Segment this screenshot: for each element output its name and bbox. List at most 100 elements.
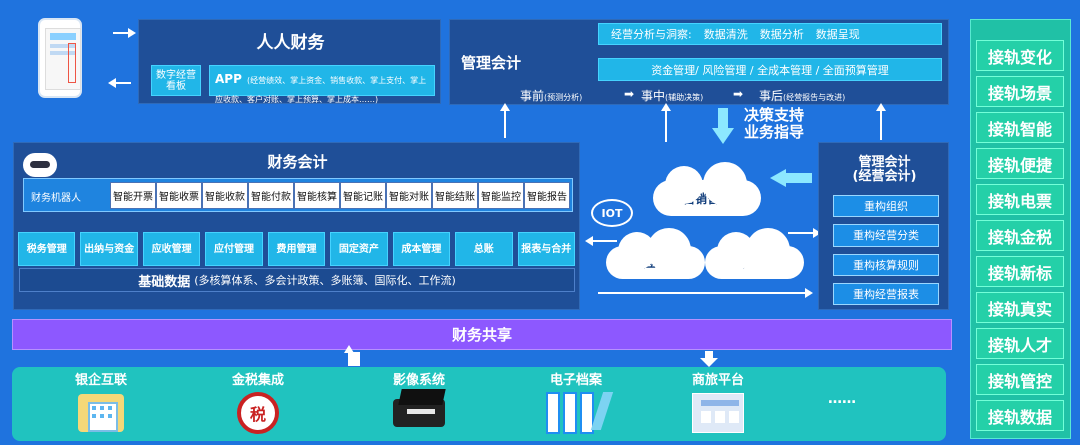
app-title: APP [215, 72, 242, 86]
right-arrow-icon [598, 288, 813, 298]
bottom-system-item: 影像系统 [383, 369, 455, 434]
reconstruction-item: 重构经营分类 [833, 224, 939, 247]
people-finance-panel: 人人财务 数字经营看板 APP (经营绩效、掌上资金、销售收款、掌上支付、掌上应… [138, 19, 441, 104]
bottom-systems-panel [12, 367, 946, 441]
bottom-system-label: 电子档案 [549, 373, 602, 388]
right-arrow-icon [788, 228, 821, 238]
sidebar-item[interactable]: 接轨管控 [976, 364, 1064, 395]
right-sidebar-list: 接轨变化接轨场景接轨智能接轨便捷接轨电票接轨金税接轨新标接轨真实接轨人才接轨管控… [976, 40, 1064, 431]
left-large-arrow-icon [770, 169, 812, 187]
robot-icon [23, 153, 57, 177]
bottom-system-label: 金税集成 [231, 373, 284, 388]
finance-management-item: 费用管理 [267, 232, 326, 266]
bank-building-icon [75, 392, 127, 434]
analysis-item: 数据清洗 [703, 28, 748, 41]
finance-management-item: 总账 [455, 232, 513, 266]
left-arrow-icon [585, 236, 617, 246]
up-arrow-icon [661, 103, 671, 142]
base-data-description: (多核算体系、多会计政策、多账簿、国际化、工作流) [194, 274, 456, 287]
smart-item: 智能核算 [294, 182, 340, 209]
sidebar-item[interactable]: 接轨便捷 [976, 148, 1064, 179]
smart-item: 智能结账 [432, 182, 478, 209]
bottom-system-item: 银企互联 [65, 369, 137, 434]
base-data-bar: 基础数据 (多核算体系、多会计政策、多账簿、国际化、工作流) [19, 268, 575, 292]
supply-cloud: 供应管理 [606, 228, 705, 279]
smart-item: 智能开票 [110, 182, 156, 209]
mobile-phone-icon [38, 18, 82, 98]
decision-arrow-icon [712, 108, 734, 146]
reconstruction-item: 重构核算规则 [833, 253, 939, 276]
finance-management-item: 出纳与资金 [80, 232, 138, 266]
sidebar-item[interactable]: 接轨新标 [976, 256, 1064, 287]
sidebar-item[interactable]: 接轨变化 [976, 40, 1064, 71]
tax-seal-icon: 税 [232, 392, 284, 434]
decision-support-text: 决策支持 业务指导 [744, 106, 805, 141]
management-items-row: 税务管理出纳与资金应收管理应付管理费用管理固定资产成本管理总账报表与合并 [18, 232, 575, 266]
operating-accounting-title: 管理会计 (经营会计) [852, 154, 917, 184]
bottom-system-label: 商旅平台 [691, 373, 744, 388]
reconstruction-item: 重构经营报表 [833, 282, 939, 305]
reconstruction-item: 重构组织 [833, 195, 939, 218]
down-arrow-icon [700, 351, 718, 367]
pre-stage: 事前(预测分析) [520, 89, 583, 103]
arrow-icon: ➡ [624, 87, 635, 101]
bottom-system-label: 影像系统 [392, 373, 445, 388]
finance-management-item: 报表与合并 [517, 232, 575, 266]
sidebar-item[interactable]: 接轨人才 [976, 328, 1064, 359]
people-finance-title: 人人财务 [256, 32, 325, 53]
smart-item: 智能付款 [248, 182, 294, 209]
marketing-cloud: 营销管理 [653, 162, 761, 216]
more-indicator: …… [828, 391, 856, 407]
left-arrow-icon [108, 78, 131, 88]
analysis-bar: 经营分析与洞察: 数据清洗 数据分析 数据呈现 [598, 23, 942, 45]
analysis-item: 数据分析 [759, 28, 804, 41]
up-arrow-icon [500, 103, 510, 138]
arrow-icon: ➡ [733, 87, 744, 101]
management-accounting-top-panel: 管理会计 经营分析与洞察: 数据清洗 数据分析 数据呈现 资金管理/ 风险管理 … [449, 19, 949, 105]
sidebar-item[interactable]: 接轨真实 [976, 292, 1064, 323]
finance-management-item: 固定资产 [330, 232, 388, 266]
sidebar-item[interactable]: 接轨金税 [976, 220, 1064, 251]
up-arrow-icon [344, 345, 360, 366]
robot-label: 财务机器人 [31, 193, 81, 204]
bottom-system-item: 金税集成税 [222, 369, 294, 434]
bottom-system-label: 银企互联 [74, 373, 127, 388]
archive-binders-icon [545, 392, 613, 434]
finance-management-item: 税务管理 [18, 232, 76, 266]
financial-accounting-title: 财务会计 [267, 152, 328, 171]
sidebar-item[interactable]: 接轨电票 [976, 184, 1064, 215]
smart-item: 智能记账 [340, 182, 386, 209]
finance-management-item: 应付管理 [205, 232, 263, 266]
base-data-title: 基础数据 [138, 274, 191, 290]
sidebar-item[interactable]: 接轨场景 [976, 76, 1064, 107]
up-arrow-icon [876, 103, 886, 140]
smart-items-row: 智能开票智能收票智能收款智能付款智能核算智能记账智能对账智能结账智能监控智能报告 [110, 182, 570, 209]
app-box: APP (经营绩效、掌上资金、销售收款、掌上支付、掌上应收款、客户对账、掌上预算… [209, 65, 435, 104]
travel-app-icon [692, 392, 744, 434]
management-items-bar: 资金管理/ 风险管理 / 全成本管理 / 全面预算管理 [598, 58, 942, 81]
finance-management-item: 成本管理 [392, 232, 451, 266]
bottom-system-item: 电子档案 [540, 369, 613, 434]
sidebar-item[interactable]: 接轨智能 [976, 112, 1064, 143]
iot-label: IOT [591, 199, 633, 227]
during-stage: 事中(辅助决策) [641, 89, 704, 103]
financial-accounting-panel: 财务会计 财务机器人 智能开票智能收票智能收款智能付款智能核算智能记账智能对账智… [13, 142, 580, 310]
smart-item: 智能报告 [524, 182, 570, 209]
digital-board-box: 数字经营看板 [151, 65, 201, 96]
analysis-item: 数据呈现 [815, 28, 860, 41]
smart-item: 智能收款 [202, 182, 248, 209]
production-cloud: 生产制造 [705, 228, 804, 279]
smart-item: 智能监控 [478, 182, 524, 209]
management-accounting-title: 管理会计 [461, 54, 522, 72]
app-description: (经营绩效、掌上资金、销售收款、掌上支付、掌上应收款、客户对账、掌上预算、掌上成… [215, 76, 427, 104]
scanner-icon [393, 389, 446, 434]
sidebar-item[interactable]: 接轨数据 [976, 400, 1064, 431]
smart-item: 智能对账 [386, 182, 432, 209]
operating-accounting-panel: 管理会计 (经营会计) 重构组织重构经营分类重构核算规则重构经营报表 [818, 142, 949, 310]
right-arrow-icon [113, 28, 136, 38]
finance-management-item: 应收管理 [142, 232, 201, 266]
analysis-label: 经营分析与洞察: [611, 28, 692, 41]
reconstruction-list: 重构组织重构经营分类重构核算规则重构经营报表 [833, 195, 939, 305]
robot-row: 财务机器人 智能开票智能收票智能收款智能付款智能核算智能记账智能对账智能结账智能… [23, 178, 573, 212]
financial-shared-bar: 财务共享 [12, 319, 952, 350]
